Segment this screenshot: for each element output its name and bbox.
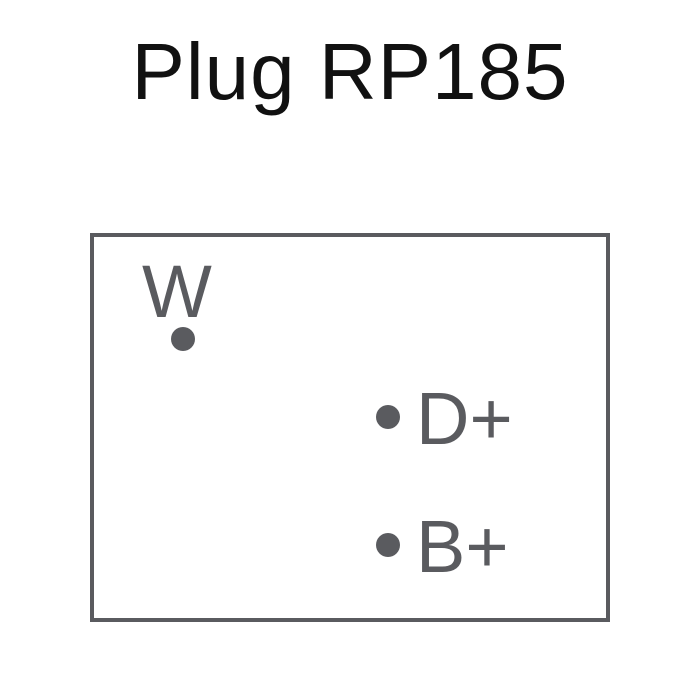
pin-d-plus-label: D+ [416, 377, 513, 460]
pin-b-plus-label: B+ [416, 505, 509, 588]
pin-d-plus-dot [376, 405, 400, 429]
diagram-title: Plug RP185 [131, 27, 569, 116]
pin-b-plus-dot [376, 533, 400, 557]
pin-w-dot [171, 327, 195, 351]
pin-w-label: W [142, 250, 212, 333]
plug-outline [90, 233, 610, 622]
